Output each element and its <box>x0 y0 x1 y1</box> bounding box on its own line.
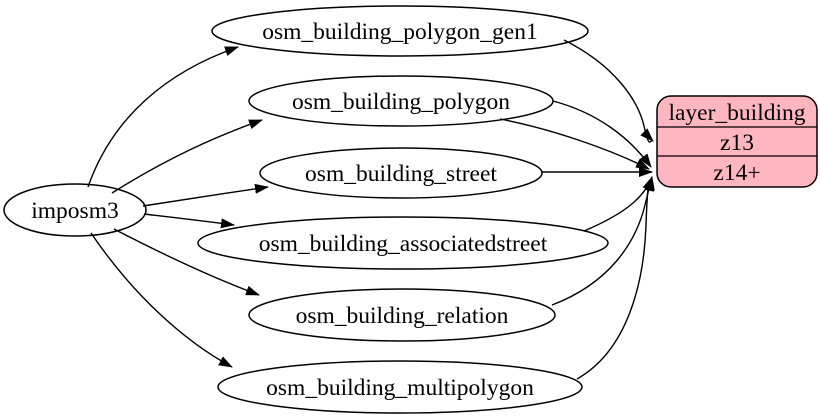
imposm3-node-shape <box>3 183 147 237</box>
layer-building-row-z14-label: z14+ <box>713 160 760 186</box>
edge-imposm3-to-osm-building-associatedstreet <box>143 213 235 229</box>
osm-building-polygon-gen1-node-shape <box>211 5 589 57</box>
node-osm-building-relation: osm_building_relation <box>248 288 556 342</box>
node-osm-building-polygon: osm_building_polygon <box>248 75 554 127</box>
osm-building-relation-node-shape <box>248 288 556 342</box>
edge-imposm3-to-osm-building-multipolygon <box>90 232 233 368</box>
osm-building-associatedstreet-node-shape <box>197 216 609 270</box>
osm-building-street-node-shape <box>259 147 543 199</box>
node-osm-building-multipolygon: osm_building_multipolygon <box>217 360 583 414</box>
layer-building-node-shape <box>656 95 818 188</box>
edges <box>87 39 655 380</box>
osm-building-street-node-label: osm_building_street <box>305 161 497 187</box>
edge-imposm3-to-osm-building-polygon-gen1 <box>87 46 239 188</box>
node-layer-building: layer_building z13 z14+ <box>656 95 818 188</box>
osm-building-relation-node-label: osm_building_relation <box>296 303 509 329</box>
edge-osm-building-multipolygon-to-z14 <box>576 177 655 380</box>
node-imposm3: imposm3 <box>3 183 147 237</box>
edge-osm-building-associatedstreet-to-z14 <box>583 176 653 232</box>
osm-building-polygon-gen1-node-label: osm_building_polygon_gen1 <box>262 19 537 45</box>
edge-imposm3-to-osm-building-relation <box>113 228 260 296</box>
osm-building-multipolygon-node-shape <box>217 360 583 414</box>
node-osm-building-associatedstreet: osm_building_associatedstreet <box>197 216 609 270</box>
osm-building-multipolygon-node-label: osm_building_multipolygon <box>266 375 534 401</box>
edge-imposm3-to-osm-building-street <box>142 183 269 207</box>
osm-building-polygon-node-label: osm_building_polygon <box>292 89 510 115</box>
edge-osm-building-polygon-gen1-to-z13 <box>563 39 654 143</box>
edge-osm-building-polygon-to-z14 <box>552 100 652 168</box>
imposm3-node-label: imposm3 <box>31 198 118 224</box>
layer-building-title: layer_building <box>668 100 805 126</box>
edge-osm-building-polygon-to-z14-secondary <box>499 118 650 170</box>
node-osm-building-polygon-gen1: osm_building_polygon_gen1 <box>211 5 589 57</box>
osm-building-associatedstreet-node-label: osm_building_associatedstreet <box>259 231 548 257</box>
node-osm-building-street: osm_building_street <box>259 147 543 199</box>
edge-imposm3-to-osm-building-polygon <box>111 119 263 194</box>
layer-building-row-z13-label: z13 <box>720 130 754 156</box>
